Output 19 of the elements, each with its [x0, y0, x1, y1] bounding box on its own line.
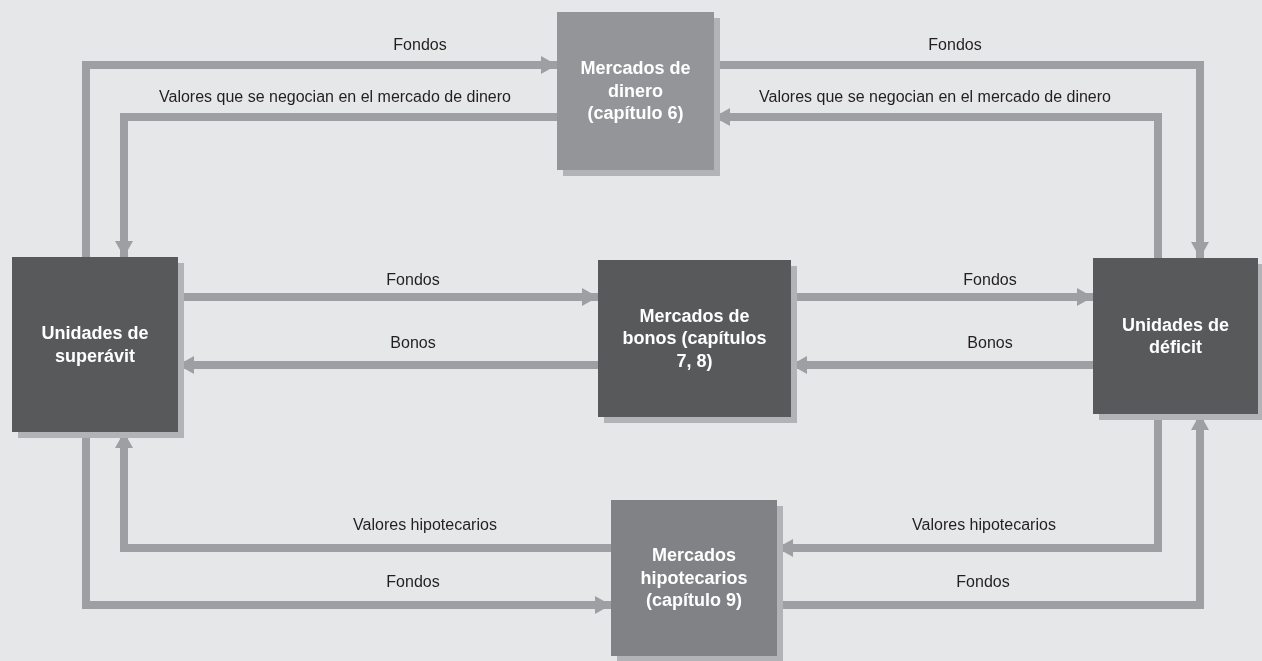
edge-label: Valores hipotecarios: [912, 517, 1056, 533]
edge-label: Valores hipotecarios: [353, 517, 497, 533]
edge-label: Fondos: [386, 574, 440, 590]
edge-label: Fondos: [956, 574, 1010, 590]
edge-label: Fondos: [386, 272, 440, 288]
box-title: Mercados hipotecarios (capítulo 9): [639, 544, 749, 612]
edge-label: Valores que se negocian en el mercado de dinero: [159, 89, 511, 105]
box-title: Mercados de dinero (capítulo 6): [579, 57, 692, 125]
edge-label: Valores que se negocian en el mercado de dinero: [759, 89, 1111, 105]
edge-label: Fondos: [928, 37, 982, 53]
edge-label: Bonos: [967, 335, 1013, 351]
arrow: [115, 113, 557, 257]
box-title: Unidades de déficit: [1121, 313, 1230, 359]
edge-label: Fondos: [963, 272, 1017, 288]
edge-label: Bonos: [390, 335, 436, 351]
box-title: Unidades de superávit: [40, 322, 150, 367]
box-title: Mercados de bonos (capítulos 7, 8): [621, 304, 768, 373]
edge-label: Fondos: [393, 37, 447, 53]
arrow: [82, 56, 557, 257]
